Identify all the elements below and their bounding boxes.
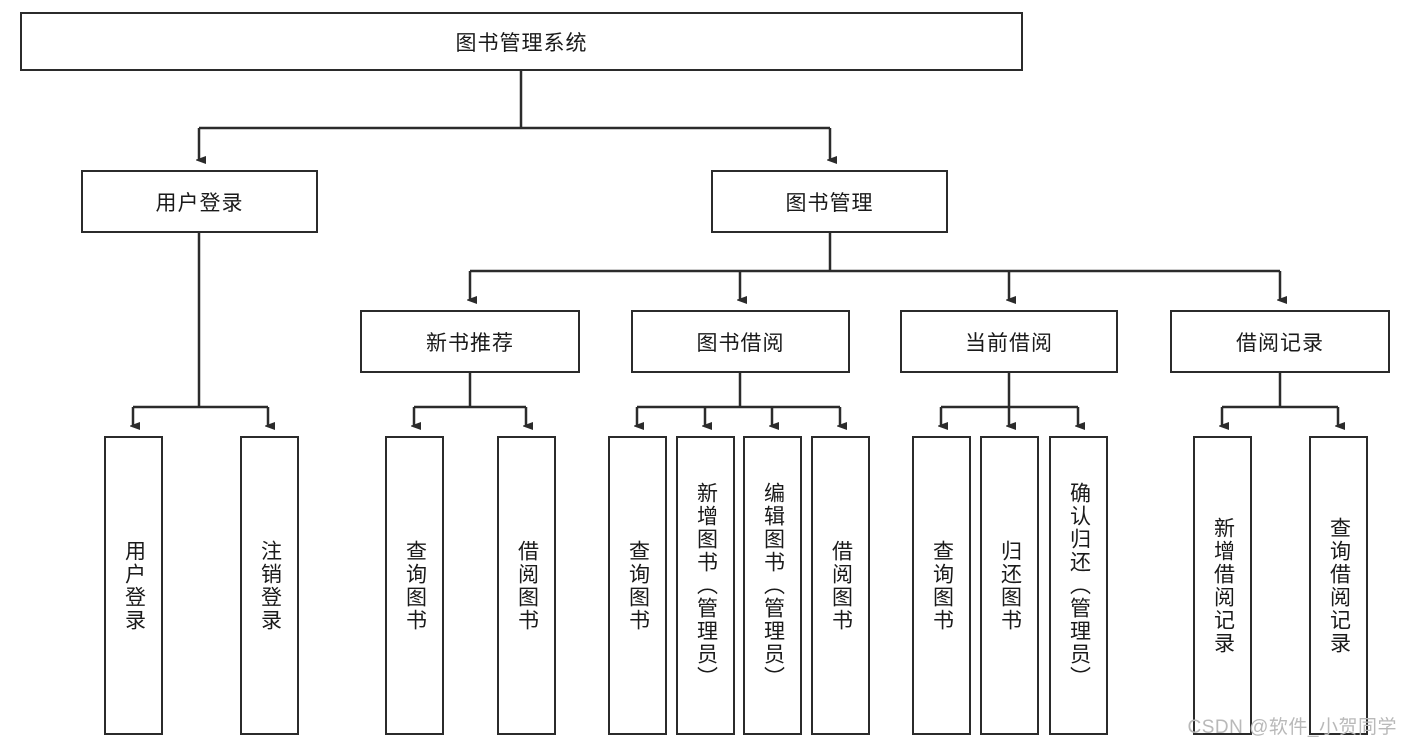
node-new-book-recommend[interactable]: 新书推荐 [360,310,580,373]
leaf-new-book-query[interactable]: 查询图书 [385,436,444,735]
leaf-book-borrow-edit-label: 编辑图书（管理员） [761,482,785,689]
leaf-user-login-logout-label: 注销登录 [258,539,282,632]
watermark-text: CSDN @软件_小贺同学 [1187,717,1397,738]
leaf-book-borrow-query[interactable]: 查询图书 [608,436,667,735]
leaf-borrow-record-query-label: 查询借阅记录 [1327,516,1351,655]
leaf-book-borrow-borrow-label: 借阅图书 [829,539,853,632]
leaf-current-borrow-confirm[interactable]: 确认归还（管理员） [1049,436,1108,735]
leaf-current-borrow-confirm-label: 确认归还（管理员） [1067,482,1091,689]
leaf-current-borrow-query[interactable]: 查询图书 [912,436,971,735]
leaf-current-borrow-return[interactable]: 归还图书 [980,436,1039,735]
leaf-user-login-login[interactable]: 用户登录 [104,436,163,735]
node-book-borrow[interactable]: 图书借阅 [631,310,850,373]
node-user-login-label: 用户登录 [155,191,244,215]
node-book-manage[interactable]: 图书管理 [711,170,948,233]
node-book-manage-label: 图书管理 [785,191,874,215]
leaf-user-login-login-label: 用户登录 [122,539,146,632]
node-borrow-record-label: 借阅记录 [1236,331,1324,355]
leaf-borrow-record-query[interactable]: 查询借阅记录 [1309,436,1368,735]
node-user-login[interactable]: 用户登录 [81,170,318,233]
node-root[interactable]: 图书管理系统 [20,12,1023,71]
leaf-new-book-borrow[interactable]: 借阅图书 [497,436,556,735]
node-borrow-record[interactable]: 借阅记录 [1170,310,1390,373]
node-new-book-recommend-label: 新书推荐 [426,331,514,355]
leaf-book-borrow-add-label: 新增图书（管理员） [694,482,718,689]
leaf-book-borrow-borrow[interactable]: 借阅图书 [811,436,870,735]
leaf-current-borrow-query-label: 查询图书 [930,539,954,632]
node-book-borrow-label: 图书借阅 [696,331,785,355]
leaf-borrow-record-add[interactable]: 新增借阅记录 [1193,436,1252,735]
leaf-new-book-query-label: 查询图书 [403,539,427,632]
node-root-label: 图书管理系统 [455,31,588,55]
leaf-book-borrow-edit[interactable]: 编辑图书（管理员） [743,436,802,735]
node-current-borrow-label: 当前借阅 [965,331,1053,355]
leaf-borrow-record-add-label: 新增借阅记录 [1211,516,1235,655]
node-current-borrow[interactable]: 当前借阅 [900,310,1118,373]
leaf-current-borrow-return-label: 归还图书 [998,539,1022,632]
leaf-new-book-borrow-label: 借阅图书 [515,539,539,632]
leaf-book-borrow-add[interactable]: 新增图书（管理员） [676,436,735,735]
leaf-book-borrow-query-label: 查询图书 [626,539,650,632]
leaf-user-login-logout[interactable]: 注销登录 [240,436,299,735]
